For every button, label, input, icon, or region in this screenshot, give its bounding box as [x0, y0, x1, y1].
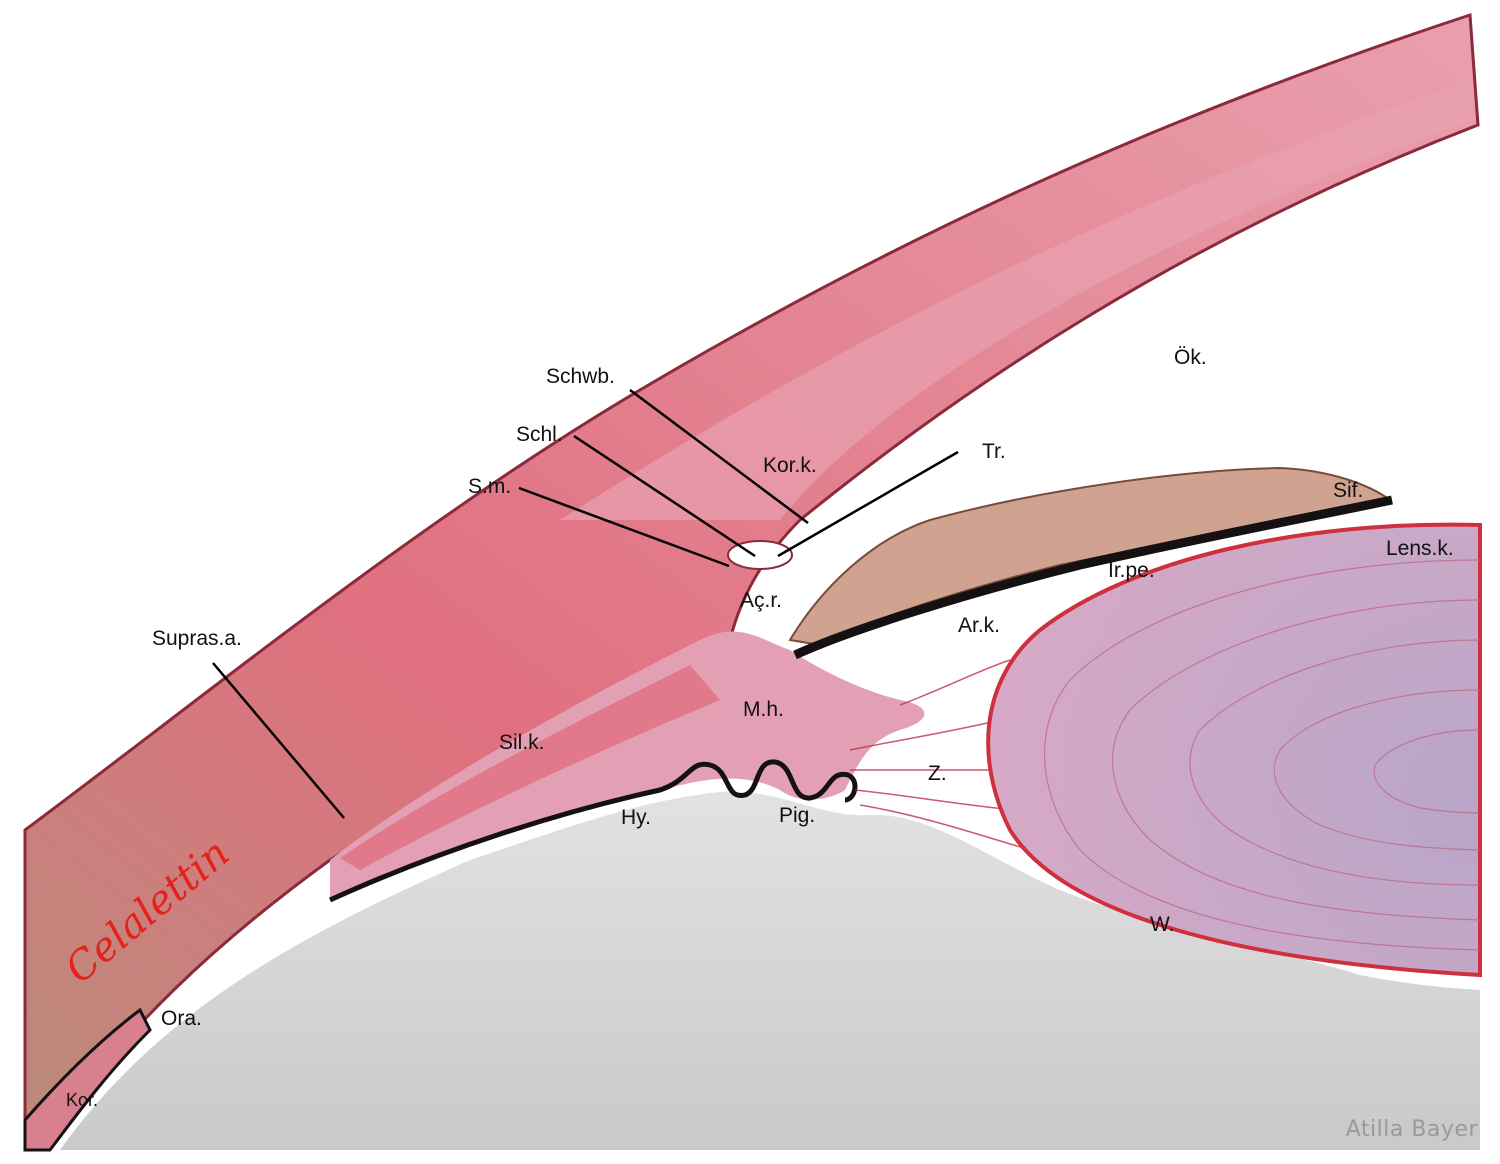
leader-lines — [212, 388, 959, 819]
leader-tr — [777, 450, 959, 558]
leader-supras — [212, 662, 345, 819]
iris-stroma — [788, 466, 1393, 647]
label-w: W. — [1150, 913, 1175, 936]
label-schl: Schl. — [516, 423, 563, 446]
label-ora: Ora. — [161, 1007, 202, 1030]
label-mh: M.h. — [743, 698, 784, 721]
label-irpe: İr.pe. — [1108, 559, 1155, 582]
label-ok: Ök. — [1174, 346, 1207, 369]
lens-lamellae — [1044, 559, 1481, 951]
ciliary-muscle — [340, 665, 720, 870]
label-sm: S.m. — [468, 475, 512, 498]
label-kork: Kor.k. — [763, 454, 817, 477]
label-schwb: Schwb. — [546, 365, 615, 388]
ciliary-processes — [328, 759, 858, 903]
label-tr: Tr. — [982, 440, 1006, 463]
label-pig: Pig. — [779, 804, 816, 827]
credit-text: Atilla Bayer — [1345, 1117, 1478, 1142]
leader-sm — [518, 486, 730, 568]
choroid — [23, 1007, 152, 1152]
label-sif: Sif. — [1333, 479, 1364, 502]
iris-pigment-epithelium — [793, 495, 1393, 660]
label-silk: Sil.k. — [499, 731, 545, 754]
ciliary-body — [330, 631, 925, 900]
leader-schwb — [629, 388, 809, 525]
label-supras: Supras.a. — [152, 627, 242, 650]
label-kor: Kor. — [66, 1090, 99, 1110]
label-ark: Ar.k. — [958, 614, 1001, 637]
label-acr: Aç.r. — [740, 589, 783, 612]
label-z: Z. — [928, 762, 947, 785]
label-lensk: Lens.k. — [1386, 537, 1454, 560]
leader-schl — [573, 434, 756, 558]
vitreous-body — [60, 791, 1480, 1150]
label-hy: Hy. — [621, 806, 651, 829]
cornea-inner-lamina — [560, 80, 1474, 520]
lens — [986, 522, 1482, 978]
